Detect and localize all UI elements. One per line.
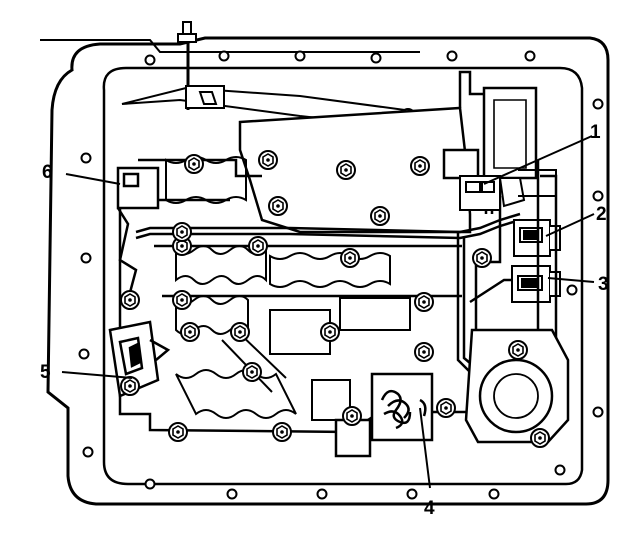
top-flange <box>40 39 420 53</box>
callout-2-label: 2 <box>596 204 607 225</box>
lower-pressure-switch <box>511 265 561 303</box>
callout-4-label: 4 <box>424 498 435 519</box>
callout-5-label: 5 <box>40 362 51 383</box>
leader-line-3 <box>547 277 595 283</box>
leader-line-6 <box>65 173 121 185</box>
oil-pan-flange <box>46 36 610 506</box>
callout-1-label: 1 <box>590 122 601 143</box>
accumulator-housing <box>464 328 570 444</box>
leader-line-4 <box>419 407 431 489</box>
left-bracket <box>116 166 160 301</box>
leader-line-1 <box>483 135 593 185</box>
upper-plate <box>238 70 538 234</box>
solenoid-wire-coil <box>334 372 434 458</box>
leader-line-2 <box>545 213 595 237</box>
callout-leaders <box>61 135 595 489</box>
callout-6-label: 6 <box>42 162 53 183</box>
callout-3-label: 3 <box>598 274 609 295</box>
leader-line-5 <box>61 371 133 379</box>
